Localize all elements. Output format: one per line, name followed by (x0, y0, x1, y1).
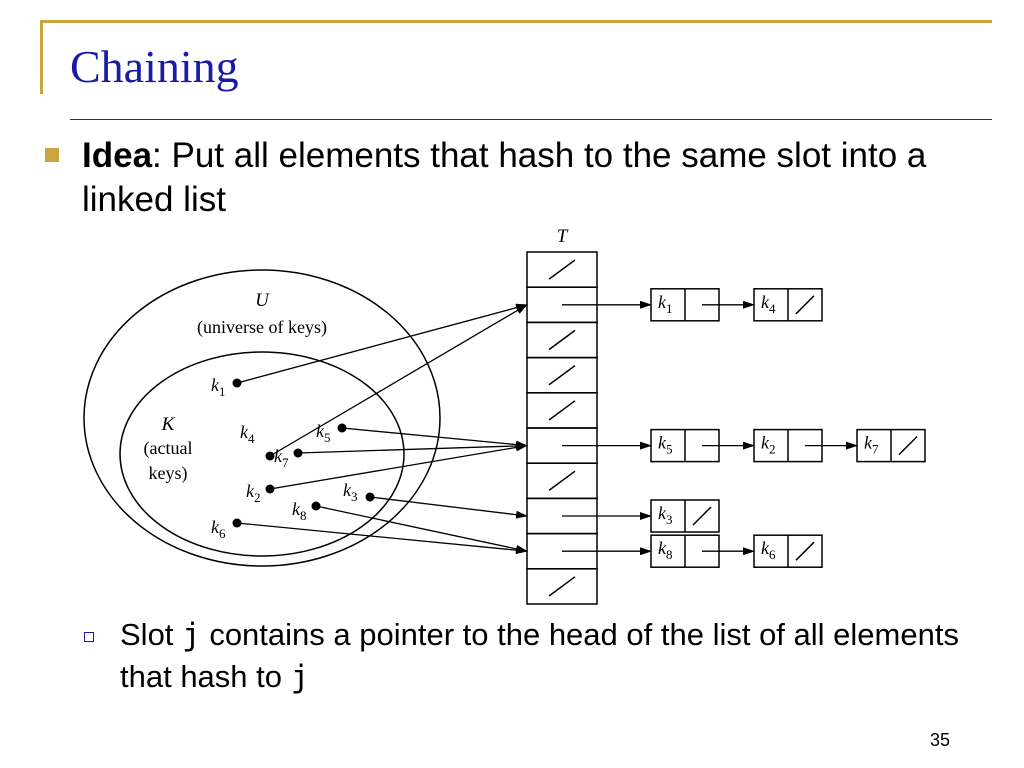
null-slash (548, 400, 576, 421)
main-bullet: Idea: Put all elements that hash to the … (82, 134, 982, 222)
node-key-k6: k6 (761, 538, 776, 562)
keys-layer: k1 k4 k5 k7 k2 k3 k8 k6 (211, 303, 528, 555)
table-label: T (557, 226, 569, 247)
table-slot (526, 568, 598, 605)
title-divider (70, 119, 992, 120)
sub-bullet-square-icon (84, 632, 94, 642)
frame-top-accent (40, 20, 992, 23)
node-key-k8: k8 (658, 538, 673, 562)
key-label-k2: k2 (246, 481, 261, 505)
key-dot-k3 (365, 492, 375, 502)
hash-arrow-k3 (369, 496, 528, 519)
hash-arrow-k4 (269, 304, 528, 457)
key-dot-k5 (337, 423, 347, 433)
key-label-k8: k8 (292, 499, 307, 523)
hash-arrow-k6 (236, 522, 528, 555)
node-key-k1: k1 (658, 292, 673, 316)
actual-keys-label: K (161, 414, 176, 435)
hash-arrow-k2 (269, 443, 528, 490)
bullet-body: : Put all elements that hash to the same… (82, 136, 927, 219)
key-label-k6: k6 (211, 517, 226, 541)
bullet-bold-term: Idea (82, 136, 153, 175)
null-slash (898, 436, 918, 456)
null-slash (548, 329, 576, 351)
chains-layer: k1 k4 k5 k2 k7 k3 k8 k6 (562, 288, 926, 568)
sub-bullet-var-j: j (182, 617, 201, 653)
slide-title: Chaining (70, 41, 239, 92)
node-key-k3: k3 (658, 503, 673, 527)
node-key-k5: k5 (658, 433, 673, 457)
null-slash (548, 470, 576, 492)
key-dot-k8 (311, 501, 321, 511)
key-label-k5: k5 (316, 421, 331, 445)
key-label-k7: k7 (274, 446, 289, 470)
actual-keys-ellipse (119, 351, 405, 557)
hash-arrow-k1 (236, 303, 528, 384)
null-slash (548, 259, 576, 280)
node-key-k2: k2 (761, 433, 776, 457)
actual-keys-caption-2: keys) (149, 463, 188, 484)
universe-ellipse (83, 269, 441, 567)
universe-caption: (universe of keys) (197, 317, 327, 338)
key-dot-k7 (293, 448, 303, 458)
sub-bullet-text-2: contains a pointer to the head of the li… (120, 617, 959, 694)
frame-left-accent (40, 20, 43, 94)
sub-bullet: Slot j contains a pointer to the head of… (120, 614, 980, 698)
hash-arrow-k7 (297, 441, 528, 454)
null-slash (692, 506, 712, 526)
node-key-k7: k7 (864, 433, 879, 457)
key-dot-k4 (265, 451, 275, 461)
key-label-k1: k1 (211, 375, 226, 399)
hash-arrow-k5 (341, 427, 528, 449)
node-key-k4: k4 (761, 292, 776, 316)
key-label-k3: k3 (343, 480, 358, 504)
universe-label: U (255, 290, 270, 311)
actual-keys-caption-1: (actual (144, 438, 193, 459)
null-slash (548, 576, 576, 597)
key-label-k4: k4 (240, 422, 255, 446)
hash-arrow-k8 (315, 505, 528, 553)
null-slash (795, 295, 815, 315)
null-slash (548, 364, 576, 386)
sub-bullet-text-1: Slot (120, 617, 183, 652)
key-dot-k6 (232, 518, 242, 528)
key-dot-k1 (232, 378, 242, 388)
key-dot-k2 (265, 484, 275, 494)
bullet-square-icon (45, 148, 59, 162)
page-number: 35 (930, 730, 951, 750)
null-slash (795, 541, 815, 561)
sub-bullet-var-j-2: j (290, 659, 310, 695)
